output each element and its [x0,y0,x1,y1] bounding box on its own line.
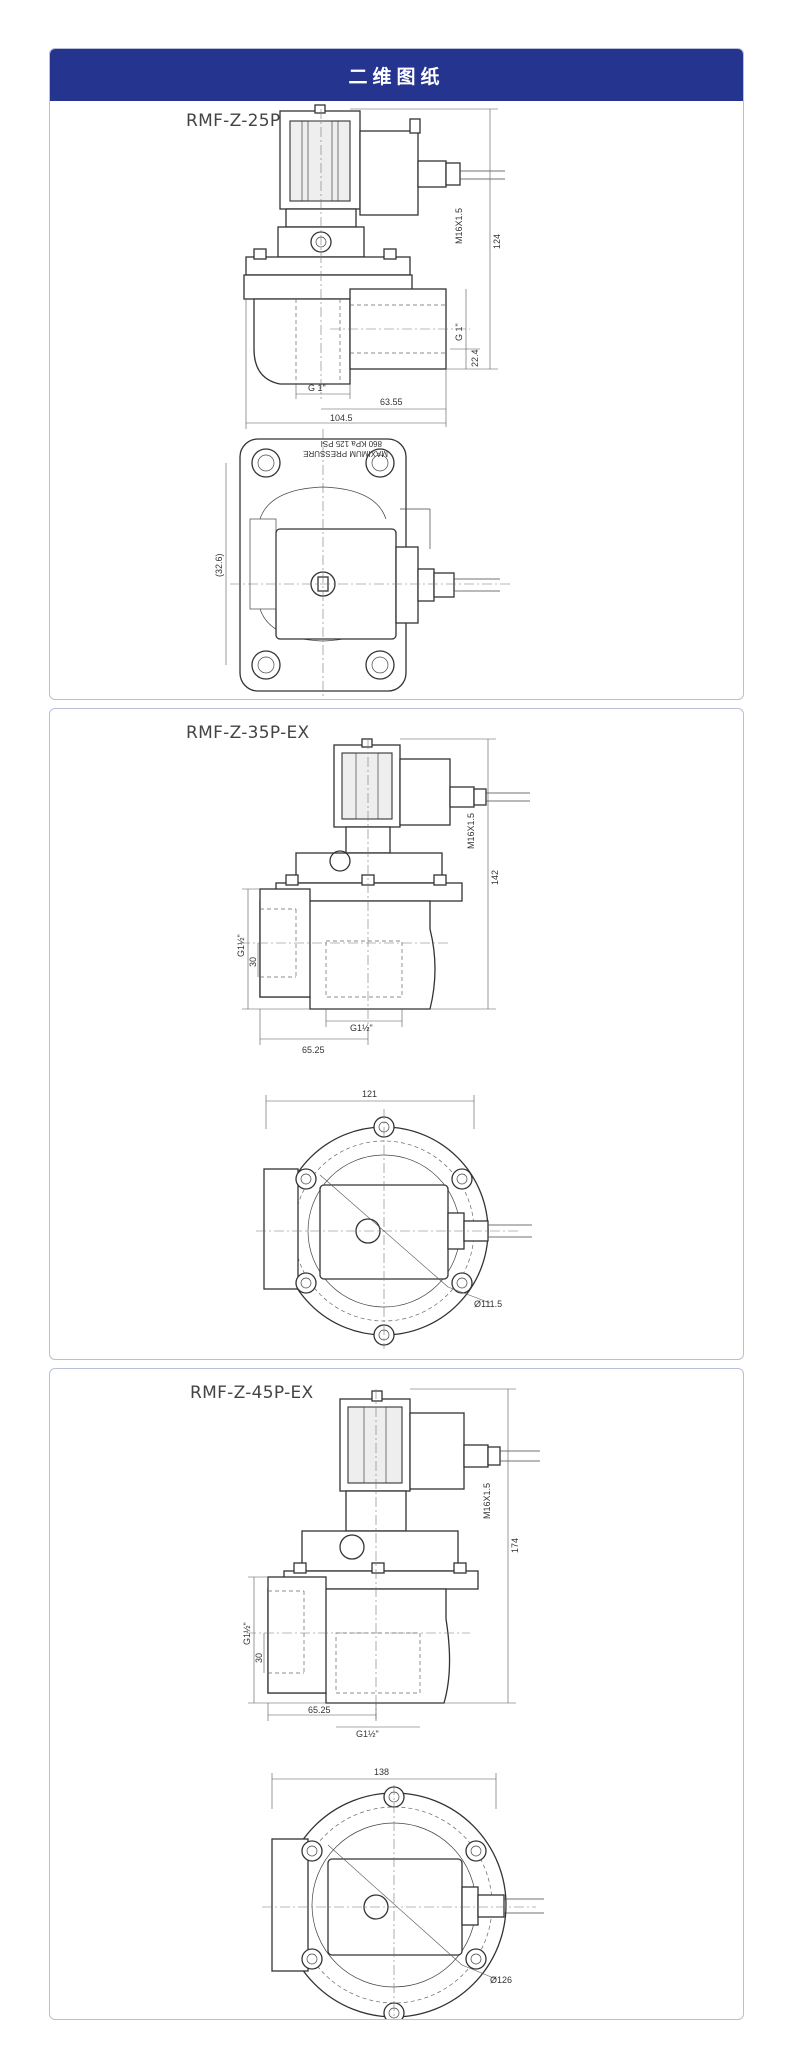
dim-height-45p: 174 [510,1538,520,1553]
valve-drawing-45p: M16X1.5 174 G1½" 30 65.25 G1½" [242,1388,544,2019]
dim-inner-width-25p: 63.55 [380,397,403,407]
dim-port-side-45p: G1½" [242,1622,252,1645]
top-view-45p [262,1773,544,2019]
dim-port-bottom-45p: G1½" [356,1729,379,1739]
dim-port-side-25p: G 1" [454,323,464,341]
dim-width-25p: 104.5 [330,413,353,423]
side-view-45p [246,1388,540,1728]
drawing-panel-25p: 二维图纸 RMF-Z-25P-EX [49,48,744,700]
valve-drawing-25p: M16X1.5 124 G 1" 22.4 G 1" 63.55 104.5 [214,104,510,699]
dim-offset-25p: 22.4 [470,349,480,367]
pressure-label-line2: 860 KPa 125 PSI [321,439,382,448]
dim-inner-width-45p: 65.25 [308,1705,331,1715]
dim-top-width-35p: 121 [362,1089,377,1099]
dim-thread-45p: M16X1.5 [482,1483,492,1519]
model-label-45p: RMF-Z-45P-EX [190,1383,314,1403]
section-header: 二维图纸 [50,49,743,101]
top-view-35p [256,1095,532,1349]
dim-thread-35p: M16X1.5 [466,813,476,849]
dim-top-width-45p: 138 [374,1767,389,1777]
model-label-25p: RMF-Z-25P-EX [186,111,310,131]
top-view-25p [225,429,510,699]
side-view-25p [243,104,505,429]
dim-top-width-25p: (32.6) [214,553,224,577]
dim-port-side-35p: G1½" [236,934,246,957]
dim-diameter-45p: Ø126 [490,1975,512,1985]
dim-offset-45p: 30 [254,1653,264,1663]
dim-port-bottom-25p: G 1" [308,383,326,393]
dim-port-bottom-35p: G1½" [350,1023,373,1033]
dim-thread-25p: M16X1.5 [454,208,464,244]
dim-diameter-35p: Ø111.5 [474,1299,502,1309]
drawing-panel-35p: RMF-Z-35P-EX [49,708,744,1360]
drawing-panel-45p: RMF-Z-45P-EX [49,1368,744,2020]
model-label-35p: RMF-Z-35P-EX [186,723,310,743]
valve-drawing-35p: M16X1.5 142 G1½" 30 G1½" 65.25 [236,738,532,1349]
dim-inner-width-35p: 65.25 [302,1045,325,1055]
section-title: 二维图纸 [348,65,445,88]
side-view-35p [240,738,530,1045]
dim-height-35p: 142 [490,870,500,885]
dim-offset-35p: 30 [248,957,258,967]
pressure-label-line1: MAXIMUM PRESSURE [303,449,388,458]
dim-height-25p: 124 [492,234,502,249]
